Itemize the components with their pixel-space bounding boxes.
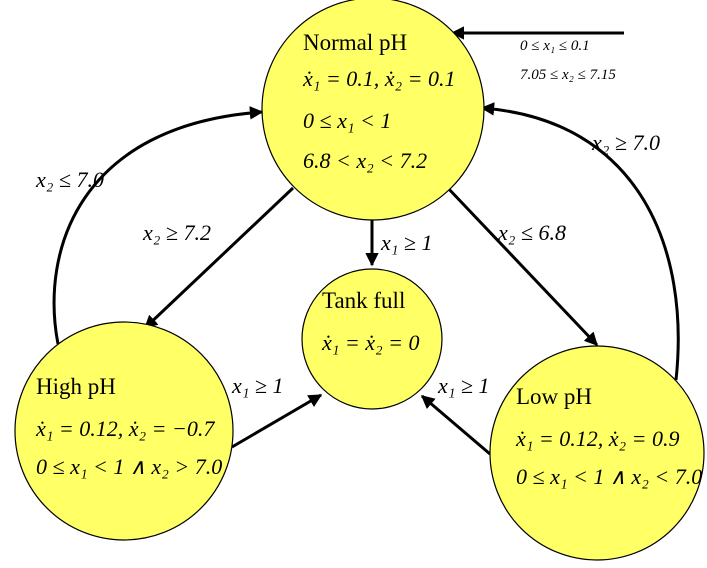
- edge-high-to-normal: [52, 106, 264, 345]
- label-normal-to-high: x₂ ≥ 7.2: [142, 220, 211, 245]
- state-normal-invariant-x1: 0 ≤ x₁ < 1: [303, 108, 391, 133]
- state-low-ph: Low pH ẋ₁ = 0.12, ẋ₂ = 0.9 0 ≤ x₁ < 1 ∧ …: [489, 345, 705, 561]
- state-low-flow: ẋ₁ = 0.12, ẋ₂ = 0.9: [515, 426, 680, 451]
- state-normal-title: Normal pH: [303, 30, 407, 55]
- state-high-flow: ẋ₁ = 0.12, ẋ₂ = −0.7: [35, 416, 215, 441]
- state-tank-full: Tank full ẋ₁ = ẋ₂ = 0: [301, 268, 443, 410]
- state-high-ph: High pH ẋ₁ = 0.12, ẋ₂ = −0.7 0 ≤ x₁ < 1 …: [14, 321, 234, 541]
- edge-low-to-normal: [480, 102, 680, 381]
- label-low-to-normal: x₂ ≥ 7.0: [591, 130, 660, 155]
- label-normal-to-low: x₂ ≤ 6.8: [497, 220, 566, 245]
- state-tank-title: Tank full: [322, 288, 405, 313]
- initial-condition-x1: 0 ≤ x₁ ≤ 0.1: [520, 38, 590, 54]
- state-tank-flow: ẋ₁ = ẋ₂ = 0: [321, 330, 420, 355]
- label-high-to-tank: x₁ ≥ 1: [231, 373, 284, 398]
- edge-low-to-tank: [420, 394, 491, 456]
- edge-normal-to-low: [444, 184, 599, 347]
- initial-condition-x2: 7.05 ≤ x₂ ≤ 7.15: [520, 67, 616, 83]
- state-low-invariant: 0 ≤ x₁ < 1 ∧ x₂ < 7.0: [516, 464, 702, 489]
- state-normal-ph: Normal pH ẋ₁ = 0.1, ẋ₂ = 0.1 0 ≤ x₁ < 1 …: [261, 0, 485, 221]
- state-high-title: High pH: [36, 374, 116, 399]
- edge-high-to-tank: [231, 393, 323, 449]
- label-low-to-tank: x₁ ≥ 1: [437, 373, 490, 398]
- state-low-title: Low pH: [516, 384, 592, 409]
- label-high-to-normal: x₂ ≤ 7.0: [35, 167, 104, 192]
- state-normal-invariant-x2: 6.8 < x₂ < 7.2: [303, 148, 427, 173]
- label-normal-to-tank: x₁ ≥ 1: [380, 230, 433, 255]
- edge-normal-to-high: [143, 186, 295, 330]
- state-normal-flow: ẋ₁ = 0.1, ẋ₂ = 0.1: [302, 66, 456, 91]
- state-high-invariant: 0 ≤ x₁ < 1 ∧ x₂ > 7.0: [36, 454, 222, 479]
